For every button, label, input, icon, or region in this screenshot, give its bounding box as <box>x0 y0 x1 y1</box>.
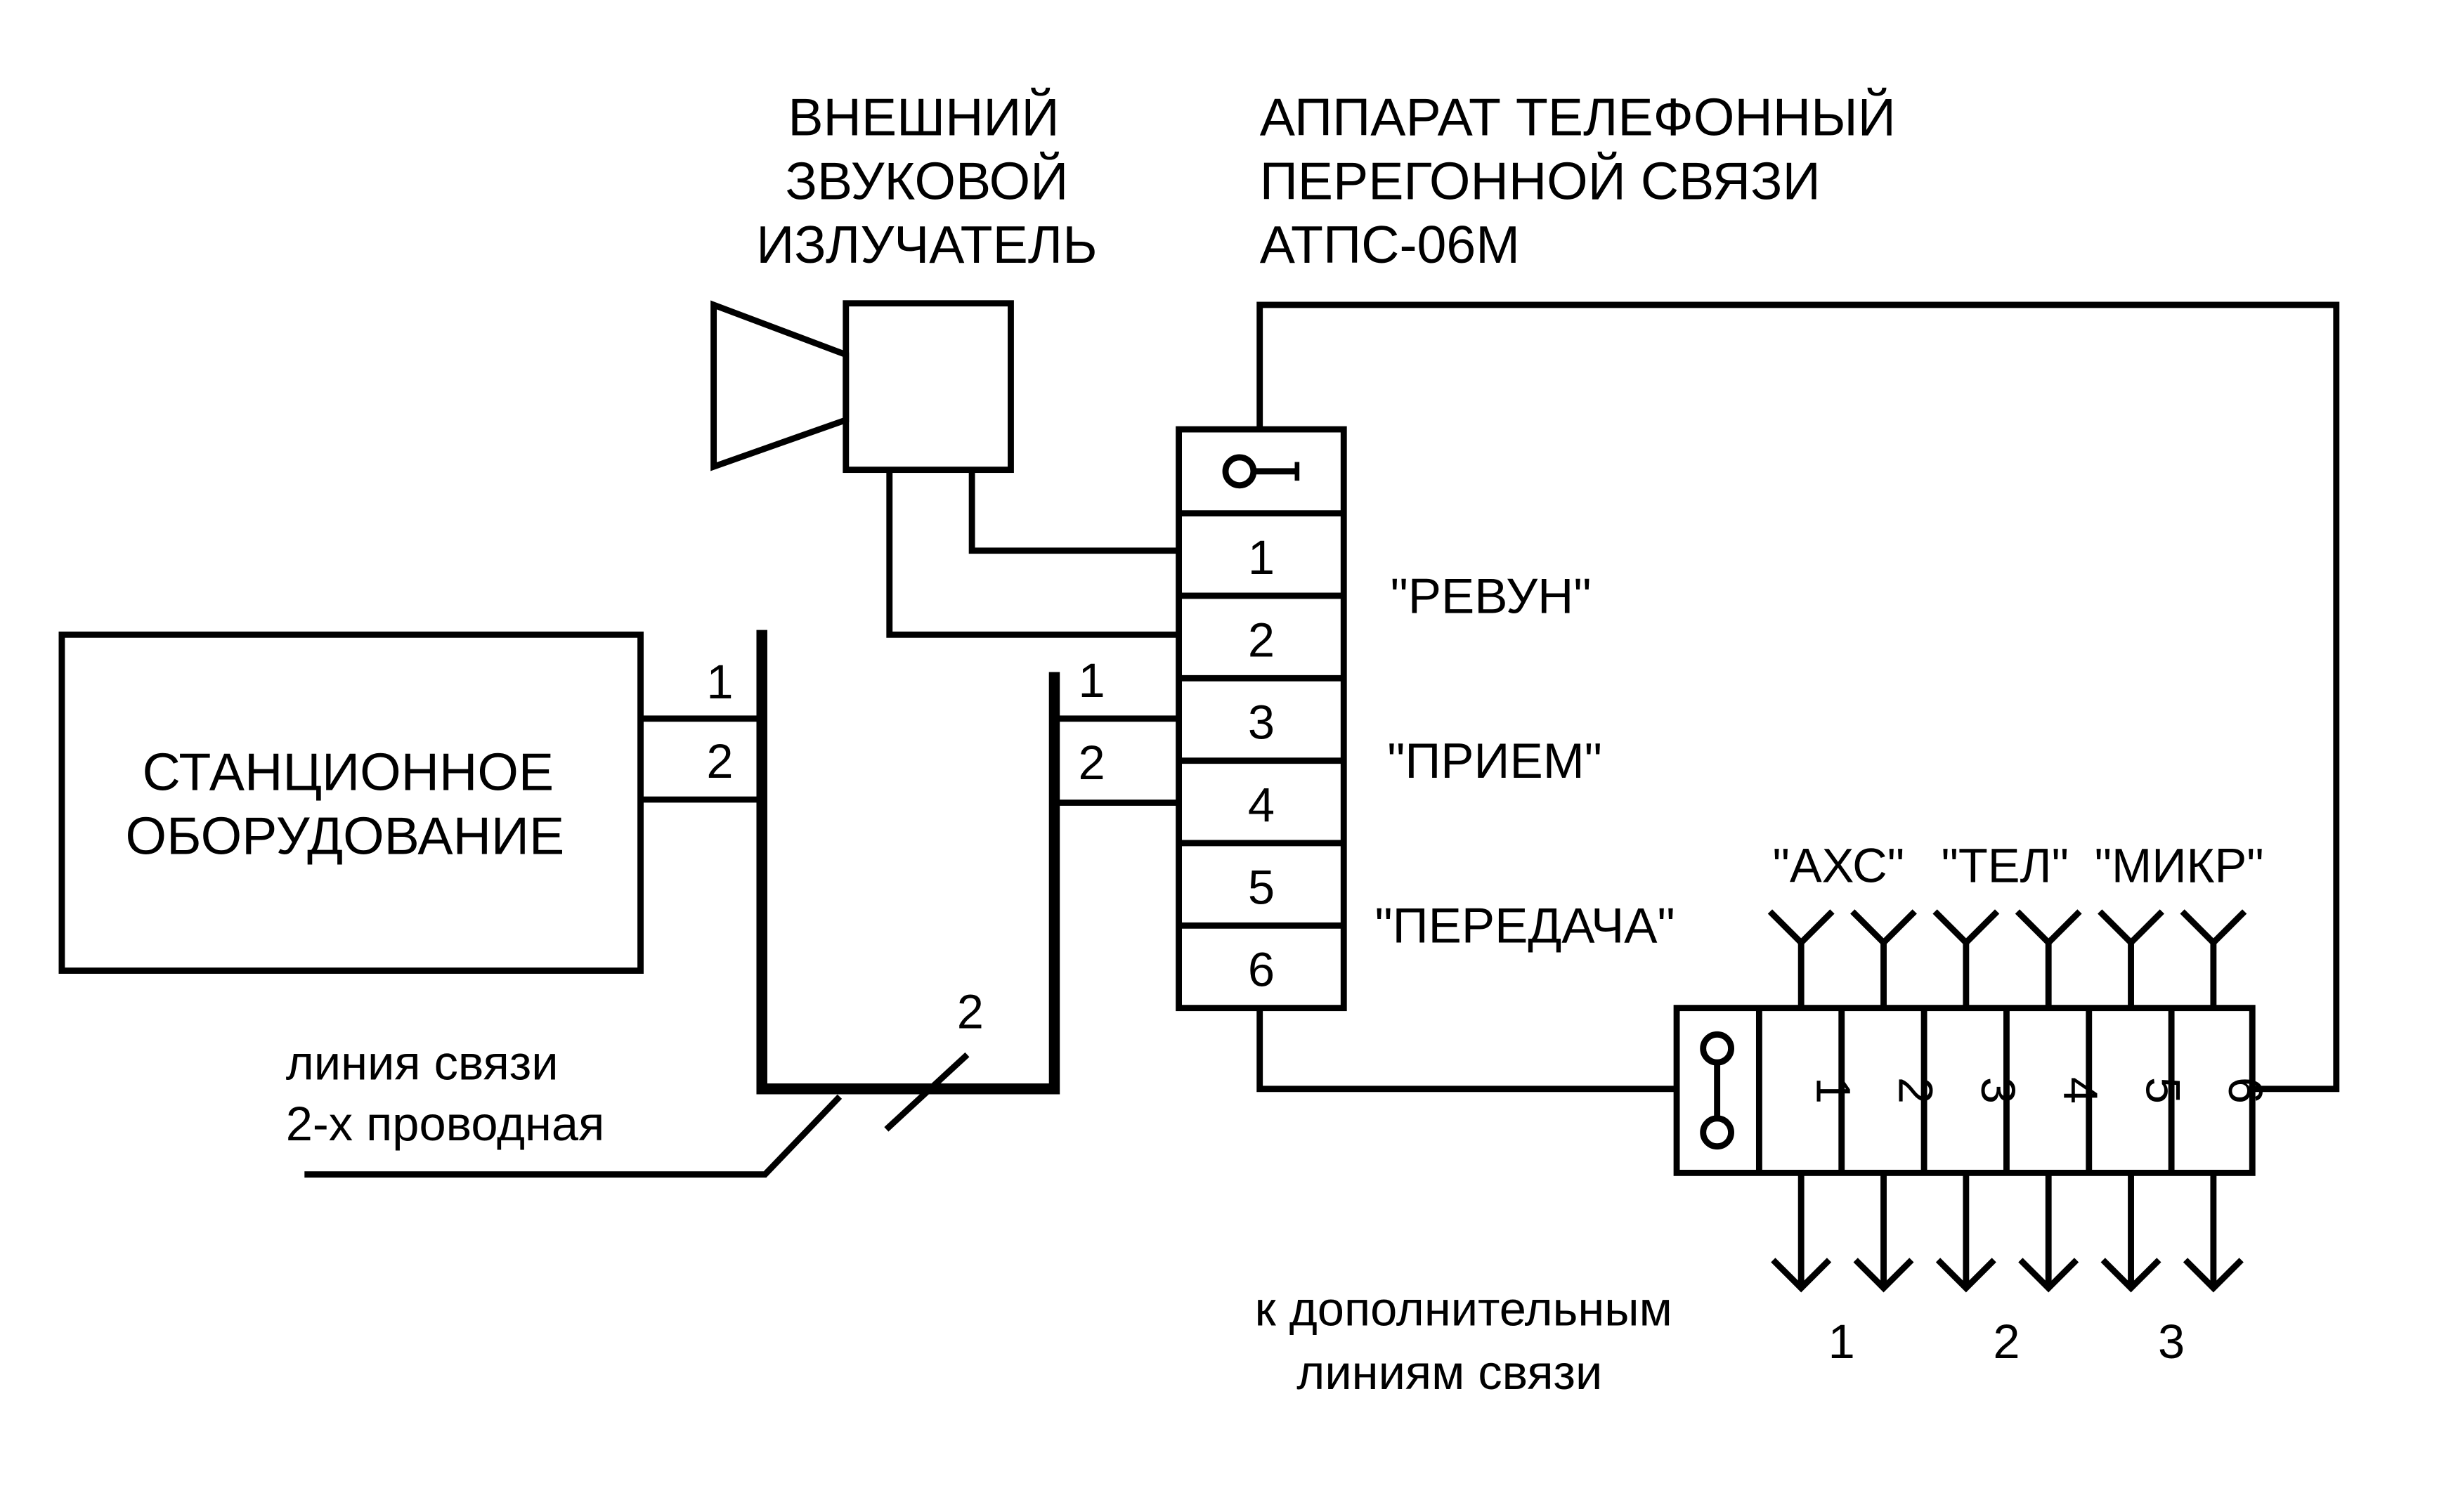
communication-line-label-2: 2-х проводная <box>286 1097 605 1151</box>
additional-line-number-2: 2 <box>1993 1315 2020 1369</box>
main-terminal-3: 3 <box>1248 696 1275 750</box>
arrow-down-icon <box>1853 1173 1914 1293</box>
connector-terminal-4: 4 <box>2053 1077 2107 1104</box>
main-terminal-block: 1 2 3 4 5 6 <box>1176 426 1347 1012</box>
y-input-icon <box>2015 909 2082 1008</box>
arrow-down-icon <box>2183 1173 2244 1293</box>
label-ahs: "АХС" <box>1773 838 1905 892</box>
cable-wire-count: 2 <box>957 984 984 1038</box>
apparatus-wires: 1 2 <box>1054 653 1179 806</box>
main-terminal-5: 5 <box>1248 860 1275 914</box>
loudspeaker-label-2: ЗВУКОВОЙ <box>785 150 1068 210</box>
two-wire-cable: 2 линия связи 2-х проводная <box>286 630 1060 1178</box>
y-input-icon <box>1850 909 1917 1008</box>
terminal-pair-labels: "РЕВУН" "ПРИЕМ" "ПЕРЕДАЧА" <box>1375 568 1675 953</box>
y-input-icon <box>1767 909 1835 1008</box>
main-terminal-2: 2 <box>1248 613 1275 667</box>
connector-terminal-3: 3 <box>1971 1077 2025 1104</box>
label-peredacha: "ПЕРЕДАЧА" <box>1375 899 1675 954</box>
apparatus-title: АППАРАТ ТЕЛЕФОННЫЙ ПЕРЕГОННОЙ СВЯЗИ АТПС… <box>1260 87 1896 275</box>
label-priem: "ПРИЕМ" <box>1387 734 1602 789</box>
additional-lines-label-2: линиям связи <box>1296 1345 1602 1400</box>
station-equipment: СТАНЦИОННОЕ ОБОРУДОВАНИЕ <box>58 631 644 974</box>
loudspeaker-wire-2 <box>886 469 1179 638</box>
station-equipment-title-line1: СТАНЦИОННОЕ <box>142 743 554 802</box>
label-mikr: "МИКР" <box>2095 838 2264 892</box>
station-wires: 1 2 <box>640 655 762 803</box>
main-terminal-4: 4 <box>1248 778 1275 832</box>
connector-terminal-5: 5 <box>2136 1077 2190 1104</box>
station-equipment-title-line2: ОБОРУДОВАНИЕ <box>126 806 565 865</box>
main-terminal-1: 1 <box>1248 530 1275 585</box>
y-input-icon <box>2098 909 2164 1008</box>
label-revun: "РЕВУН" <box>1391 568 1592 624</box>
station-wire-label-2: 2 <box>706 734 733 788</box>
apparatus-wire-label-2: 2 <box>1079 736 1105 790</box>
apparatus-title-line1: АППАРАТ ТЕЛЕФОННЫЙ <box>1260 87 1896 147</box>
additional-line-number-3: 3 <box>2158 1315 2185 1369</box>
connector-terminal-6: 6 <box>2218 1077 2273 1104</box>
station-wire-label-1: 1 <box>706 655 733 709</box>
cable-bus <box>756 630 1060 1095</box>
loop-wire-top <box>1256 301 2340 1093</box>
connector-terminal-1: 1 <box>1806 1077 1860 1104</box>
y-input-icon <box>2180 909 2247 1008</box>
station-equipment-box <box>58 631 644 974</box>
connector-switch-icon <box>1700 1031 1734 1066</box>
additional-lines: 1 2 3 к дополнительным линиям связи <box>1255 1282 2185 1400</box>
connector-terminal-2: 2 <box>1889 1077 1943 1104</box>
arrow-down-icon <box>1771 1173 1832 1293</box>
arrow-down-icon <box>1935 1173 1996 1293</box>
label-tel: "ТЕЛ" <box>1941 838 2068 892</box>
additional-lines-label-1: к дополнительным <box>1255 1282 1672 1336</box>
arrow-down-icon <box>2100 1173 2161 1293</box>
loudspeaker-horn <box>710 300 850 471</box>
apparatus-wire-label-1: 1 <box>1079 653 1105 708</box>
main-terminal-6: 6 <box>1248 943 1275 997</box>
loop-wiring <box>1256 301 2340 1093</box>
loudspeaker: ВНЕШНИЙ ЗВУКОВОЙ ИЗЛУЧАТЕЛЬ <box>710 87 1179 638</box>
communication-line-label-1: линия связи <box>286 1036 559 1090</box>
main-terminal-key-icon <box>1222 454 1257 489</box>
additional-line-number-1: 1 <box>1828 1315 1855 1369</box>
cable-tick <box>884 1052 970 1132</box>
arrow-down-icon <box>2018 1173 2079 1293</box>
loudspeaker-label-3: ИЗЛУЧАТЕЛЬ <box>756 215 1097 274</box>
apparatus-title-line3: АТПС-06М <box>1260 215 1520 274</box>
connector-input-labels: "АХС" "ТЕЛ" "МИКР" <box>1773 838 2264 892</box>
connector-switch-icon-2 <box>1700 1115 1734 1150</box>
connector-outputs <box>1771 1173 2244 1293</box>
loudspeaker-body <box>843 300 1014 474</box>
loop-wire-bottom <box>1256 1008 1677 1093</box>
y-input-icon <box>1932 909 2000 1008</box>
connector-inputs <box>1767 909 2247 1008</box>
connector-block: 1 2 3 4 5 6 <box>1673 1005 2273 1176</box>
loudspeaker-wire-1 <box>968 469 1179 554</box>
communication-line <box>304 1094 843 1178</box>
loudspeaker-label-1: ВНЕШНИЙ <box>788 87 1059 147</box>
apparatus-title-line2: ПЕРЕГОННОЙ СВЯЗИ <box>1260 150 1821 210</box>
